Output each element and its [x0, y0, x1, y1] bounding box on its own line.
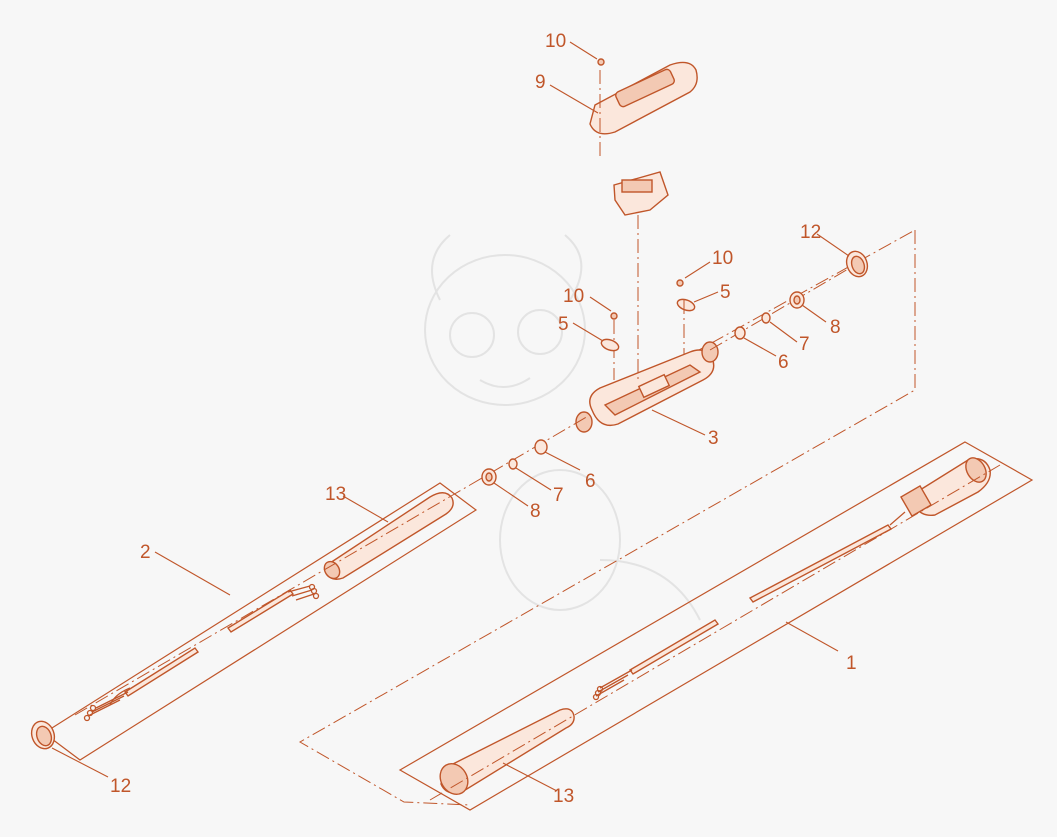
- callout-1: 1: [846, 653, 857, 674]
- callout-8-right: 8: [830, 317, 841, 338]
- part-6-right: [734, 326, 746, 340]
- part-8-right: [789, 291, 805, 309]
- callout-10-mid-right: 10: [712, 248, 733, 269]
- callout-6-right: 6: [778, 352, 789, 373]
- callout-6-left: 6: [585, 471, 596, 492]
- callout-12-left: 12: [110, 776, 131, 797]
- callout-5-right: 5: [720, 282, 731, 303]
- assembly-1-panel: [398, 441, 1034, 811]
- callout-8-left: 8: [530, 501, 541, 522]
- part-8-left: [481, 468, 497, 486]
- cable-terminals-right: [592, 669, 633, 701]
- part-12-ring-left: [30, 720, 56, 750]
- callout-labels: 1 2 3 5 5 6 6 7 7 8 8 9 10 10 10 12 12 1…: [110, 31, 857, 807]
- screw-10-mid-right: [676, 279, 684, 287]
- part-9-cover: [589, 61, 698, 160]
- switch-module: [613, 171, 669, 380]
- part-13-sleeve-upper: [323, 492, 454, 580]
- leader-lines: [51, 41, 850, 792]
- callout-10-mid-left: 10: [563, 286, 584, 307]
- part-12-ring-right: [845, 250, 869, 278]
- callout-9: 9: [535, 72, 546, 93]
- part-13-sleeve-lower: [439, 708, 575, 796]
- part-7-right: [761, 312, 771, 324]
- callout-2: 2: [140, 542, 151, 563]
- part-3-housing: [575, 341, 719, 433]
- callout-3: 3: [708, 428, 719, 449]
- part-6-left: [534, 439, 548, 455]
- callout-5-left: 5: [558, 314, 569, 335]
- callout-13-lower: 13: [553, 786, 574, 807]
- clamp-5-left: [600, 338, 620, 352]
- clamp-5-right: [676, 298, 696, 355]
- callout-7-right: 7: [799, 334, 810, 355]
- cable-terminals-upper: [287, 583, 320, 601]
- callout-7-left: 7: [553, 485, 564, 506]
- plug: [900, 457, 991, 517]
- assembly-2-panel: [42, 482, 478, 761]
- callout-13-upper: 13: [325, 484, 346, 505]
- screw-10-top: [597, 58, 605, 66]
- assembly-guide-line: [298, 230, 916, 806]
- cable-terminals-lower: [83, 687, 131, 722]
- callout-12-right: 12: [800, 222, 821, 243]
- callout-10-top: 10: [545, 31, 566, 52]
- part-7-left: [508, 458, 518, 470]
